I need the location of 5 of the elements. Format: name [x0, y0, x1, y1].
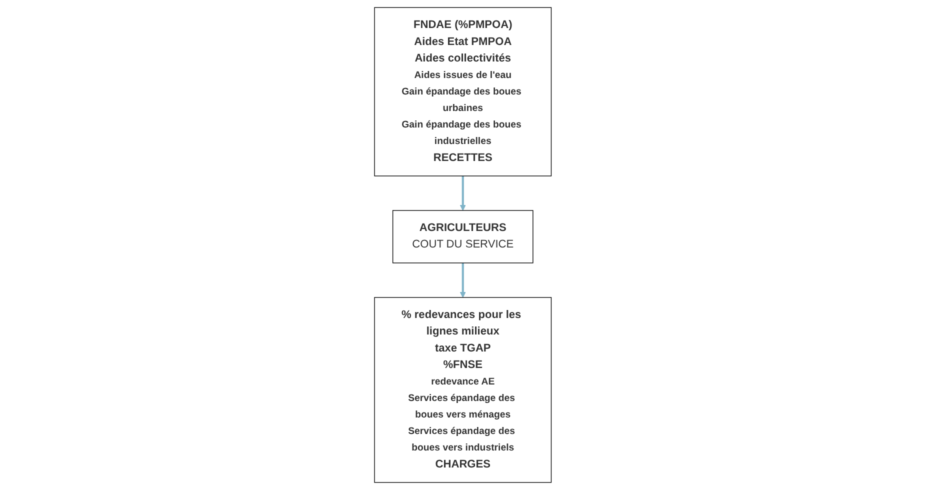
node-box: AGRICULTEURS COUT DU SERVICE	[392, 210, 534, 264]
node-box: FNDAE (%PMPOA) Aides Etat PMPOA Aides collectivités Aides issues de l'eau Gain épandage des boues urbaines Gain épandage des boues industrielles RECETTES	[374, 7, 552, 176]
arrow	[460, 176, 466, 211]
arrow	[460, 262, 466, 298]
node-box: % redevances pour les lignes milieux taxe TGAP %FNSE redevance AE Services épandage des boues vers ménages Services épandage des boues vers industriels CHARGES	[374, 297, 552, 483]
